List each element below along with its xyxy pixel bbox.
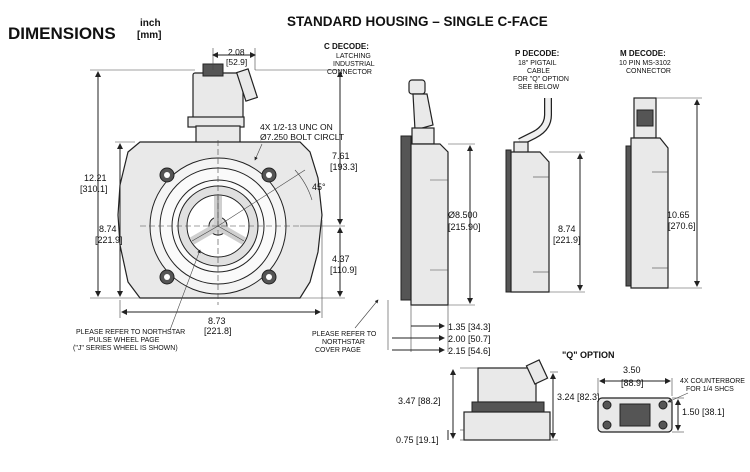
c-decode-2: LATCHING <box>336 53 371 60</box>
m-decode-1: M DECODE: <box>620 49 666 58</box>
bolt-note-2: Ø7.250 BOLT CIRCLT <box>260 132 344 142</box>
p-decode-view: P DECODE: 18" PIGTAIL CABLE FOR "Q" OPTI… <box>505 49 585 293</box>
c-decode-view: C DECODE: LATCHING INDUSTRIAL CONNECTOR … <box>324 42 491 356</box>
p-decode-4: FOR "Q" OPTION <box>513 76 569 83</box>
units-mm: [mm] <box>137 30 161 41</box>
cover-note-3: COVER PAGE <box>315 347 361 354</box>
p-dim-in: 8.74 <box>558 224 576 234</box>
front-view <box>117 63 323 305</box>
dim-height-mm: [310.1] <box>80 184 108 194</box>
cover-note-2: NORTHSTAR <box>322 339 365 346</box>
q-title: "Q" OPTION <box>562 350 615 360</box>
dim-upper-in: 7.61 <box>332 151 350 161</box>
dim-width-in: 8.73 <box>208 316 226 326</box>
dim-angle: 45° <box>312 182 326 192</box>
page-title: DIMENSIONS <box>8 24 116 43</box>
q-cbore-2: FOR 1/4 SHCS <box>686 386 734 393</box>
c-decode-4: CONNECTOR <box>327 69 372 76</box>
m-decode-3: CONNECTOR <box>626 68 671 75</box>
dim-depth-2: 2.00 [50.7] <box>448 334 491 344</box>
q-cbore-1: 4X COUNTERBORE <box>680 378 745 385</box>
bolt-note-1: 4X 1/2-13 UNC ON <box>260 122 333 132</box>
p-decode-3: CABLE <box>527 68 550 75</box>
p-decode-1: P DECODE: <box>515 49 559 58</box>
dim-height-in: 12.21 <box>84 173 107 183</box>
dim-dia-mm: [215.90] <box>448 222 481 232</box>
dim-depth-3: 2.15 [54.6] <box>448 346 491 356</box>
c-decode-1: C DECODE: <box>324 42 369 51</box>
dim-depth-1: 1.35 [34.3] <box>448 322 491 332</box>
dim-body-mm: [221.9] <box>95 235 123 245</box>
wheel-note-2: PULSE WHEEL PAGE <box>89 337 160 344</box>
front-dimensions: 2.08 [52.9] 4X 1/2-13 UNC ON Ø7.250 BOLT… <box>73 47 379 354</box>
dim-dia-val: Ø8.500 <box>448 210 478 220</box>
cover-note-1: PLEASE REFER TO <box>312 331 377 338</box>
dim-upper-mm: [193.3] <box>330 162 358 172</box>
m-decode-2: 10 PIN MS-3102 <box>619 60 671 67</box>
dim-top-mm: [52.9] <box>226 57 247 67</box>
dim-lower-mm: [110.9] <box>330 265 357 275</box>
q-h2: 3.24 [82.3] <box>557 392 600 402</box>
q-option-view: "Q" OPTION 3.47 [88.2] 3.24 [82.3] 0.75 … <box>396 350 745 445</box>
q-h1: 3.47 [88.2] <box>398 396 441 406</box>
m-decode-view: M DECODE: 10 PIN MS-3102 CONNECTOR 10.65… <box>619 49 702 289</box>
dim-width-mm: [221.8] <box>204 326 232 336</box>
wheel-note-3: ("J" SERIES WHEEL IS SHOWN) <box>73 345 178 352</box>
units-inch: inch <box>140 18 161 29</box>
p-decode-5: SEE BELOW <box>518 84 560 91</box>
dim-top-in: 2.08 <box>228 47 245 57</box>
m-dim-in: 10.65 <box>667 210 690 220</box>
subtitle: STANDARD HOUSING – SINGLE C-FACE <box>287 14 548 29</box>
dim-lower-in: 4.37 <box>332 254 350 264</box>
wheel-note-1: PLEASE REFER TO NORTHSTAR <box>76 329 185 336</box>
q-base: 0.75 [19.1] <box>396 435 439 445</box>
q-depth: 1.50 [38.1] <box>682 407 725 417</box>
dim-body-in: 8.74 <box>99 224 117 234</box>
c-decode-3: INDUSTRIAL <box>333 61 375 68</box>
p-decode-2: 18" PIGTAIL <box>518 60 557 67</box>
p-dim-mm: [221.9] <box>553 235 581 245</box>
m-dim-mm: [270.6] <box>668 221 696 231</box>
q-width-in: 3.50 <box>623 365 641 375</box>
q-width-mm: [88.9] <box>621 378 644 388</box>
